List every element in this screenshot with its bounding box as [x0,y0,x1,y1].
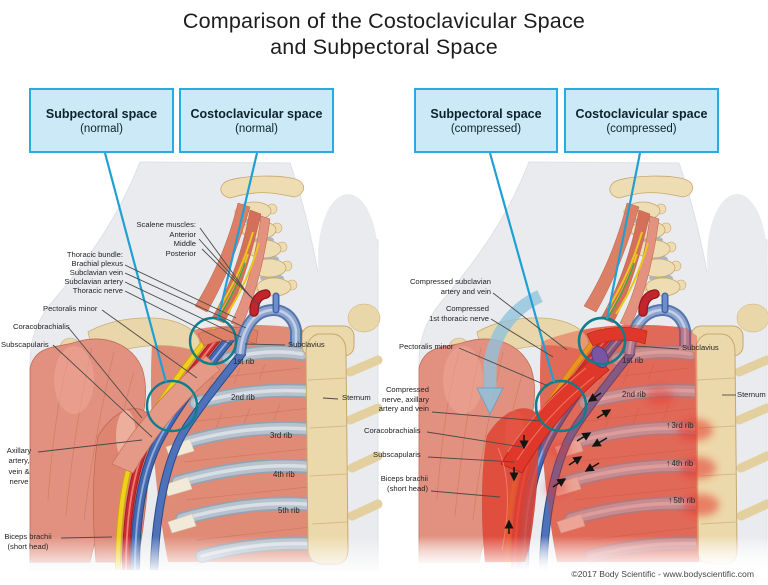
label-rib4: 4th rib [273,470,295,479]
legend-box-subpectoral-compressed: Subpectoral space (compressed) [414,88,558,153]
copyright-text: ©2017 Body Scientific - www.bodyscientif… [571,569,754,579]
label-rib4-right: ↑4th rib [666,458,694,468]
label-rib5-right: ↑5th rib [668,495,696,505]
label-thoracic-bundle: Thoracic bundle: Brachial plexus Subclav… [64,250,123,295]
legend-box-state: (compressed) [450,122,522,135]
legend-box-costoclavicular-compressed: Costoclavicular space (compressed) [564,88,719,153]
label-subclavius: Subclavius [288,340,325,349]
left-anatomy-figure [28,162,380,578]
leader-lines [37,227,736,539]
label-subscapularis-right: Subscapularis [373,450,421,459]
legend-box-name: Subpectoral space [430,106,542,121]
label-pectoralis-minor-compressed: Pectoralis minor [399,342,454,351]
legend-box-state: (normal) [80,122,123,135]
label-coracobrachialis-right: Coracobrachialis [364,426,421,435]
label-pectoralis-minor: Pectoralis minor [43,304,98,313]
legend-box-name: Costoclavicular space [575,106,708,121]
legend-box-name: Subpectoral space [45,106,158,121]
label-biceps-brachii-right: Biceps brachii (short head) [380,474,428,493]
page-title: Comparison of the Costoclavicular Space … [0,8,768,60]
label-subscapularis: Subscapularis [1,340,49,349]
page-title-line1: Comparison of the Costoclavicular Space [182,9,586,33]
label-compressed-thoracic-nerve: Compressed 1st thoracic nerve [429,304,489,323]
compression-overlays [417,290,768,578]
legend-box-state: (compressed) [606,122,677,135]
label-compressed-subclavian: Compressed subclavian artery and vein [409,277,491,296]
legend-box-name: Costoclavicular space [190,106,323,121]
label-rib1-right: 1st rib [622,356,644,365]
legend-box-state: (normal) [235,122,278,135]
label-sternum: Sternum [342,393,371,402]
up-arrow-icon: ↑ [666,420,671,430]
legend-box-costoclavicular-normal: Costoclavicular space (normal) [179,88,334,153]
label-axillary-bundle: Axillary artery, vein & nerve [6,446,32,486]
label-rib2-right: 2nd rib [622,390,646,399]
label-sternum-right: Sternum [737,390,766,399]
label-rib3: 3rd rib [270,431,293,440]
label-biceps-brachii: Biceps brachii (short head) [4,532,52,551]
label-coracobrachialis: Coracobrachialis [13,322,70,331]
label-rib2: 2nd rib [231,393,255,402]
label-compressed-nerve-axillary: Compressed nerve, axillary artery and ve… [378,385,429,414]
label-scalene-muscles: Scalene muscles: Anterior Middle Posteri… [136,220,196,258]
up-arrow-icon: ↑ [666,458,671,468]
label-rib3-right: ↑3rd rib [666,420,694,430]
label-rib5: 5th rib [278,506,300,515]
up-arrow-icon: ↑ [668,495,673,505]
label-subclavius-right: Subclavius [682,343,719,352]
page-title-line2: and Subpectoral Space [270,35,498,59]
label-rib1: 1st rib [233,357,255,366]
legend-pointer-lines [103,152,642,383]
legend-box-subpectoral-normal: Subpectoral space (normal) [29,88,174,153]
